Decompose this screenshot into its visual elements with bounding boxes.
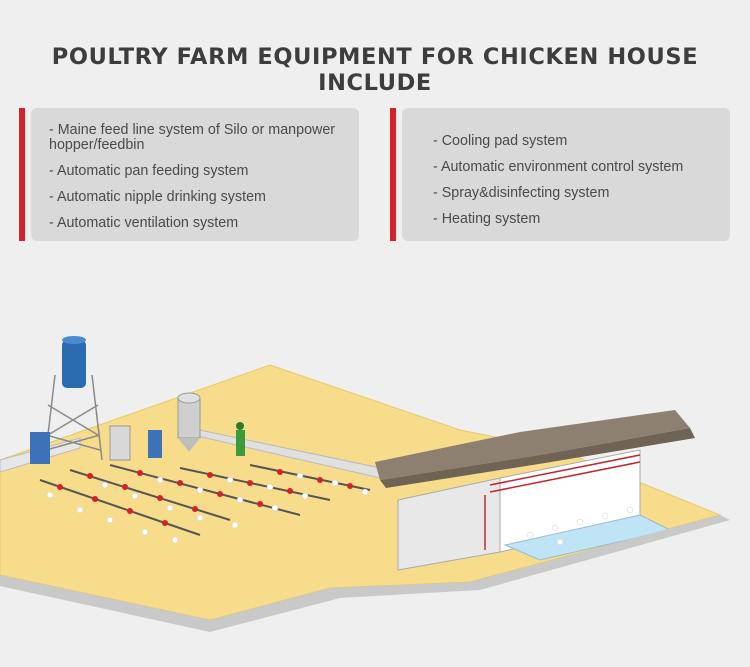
card-accent-bar xyxy=(390,108,396,241)
list-item: - Spray&disinfecting system xyxy=(433,185,610,201)
feed-lines xyxy=(39,464,371,536)
list-item: - Automatic environment control system xyxy=(433,159,684,175)
list-item: - Cooling pad system xyxy=(433,133,568,149)
list-item: - Heating system xyxy=(433,211,541,227)
chickens xyxy=(46,472,369,544)
tank xyxy=(109,425,131,461)
water-tank xyxy=(62,340,86,388)
house-roof xyxy=(375,410,690,480)
worker xyxy=(236,430,245,456)
silo xyxy=(177,397,201,439)
list-item: - Automatic nipple drinking system xyxy=(49,189,266,205)
environment-systems-list: - Cooling pad system - Automatic environ… xyxy=(433,134,716,227)
feeder-pans xyxy=(57,469,353,526)
page-title: POULTRY FARM EQUIPMENT FOR CHICKEN HOUSE… xyxy=(51,44,699,96)
pool-chickens xyxy=(526,506,634,546)
feeding-systems-card: - Maine feed line system of Silo or manp… xyxy=(19,108,359,241)
water-tower xyxy=(44,374,103,461)
list-item: - Maine feed line system of Silo or manp… xyxy=(49,122,336,153)
feeding-systems-list: - Maine feed line system of Silo or manp… xyxy=(49,123,345,231)
environment-systems-card: - Cooling pad system - Automatic environ… xyxy=(390,108,730,241)
heating-pipes xyxy=(484,454,641,550)
list-item: - Automatic pan feeding system xyxy=(49,163,249,179)
chicken-house-illustration xyxy=(0,336,730,632)
list-item: - Automatic ventilation system xyxy=(49,215,239,231)
card-accent-bar xyxy=(19,108,25,241)
